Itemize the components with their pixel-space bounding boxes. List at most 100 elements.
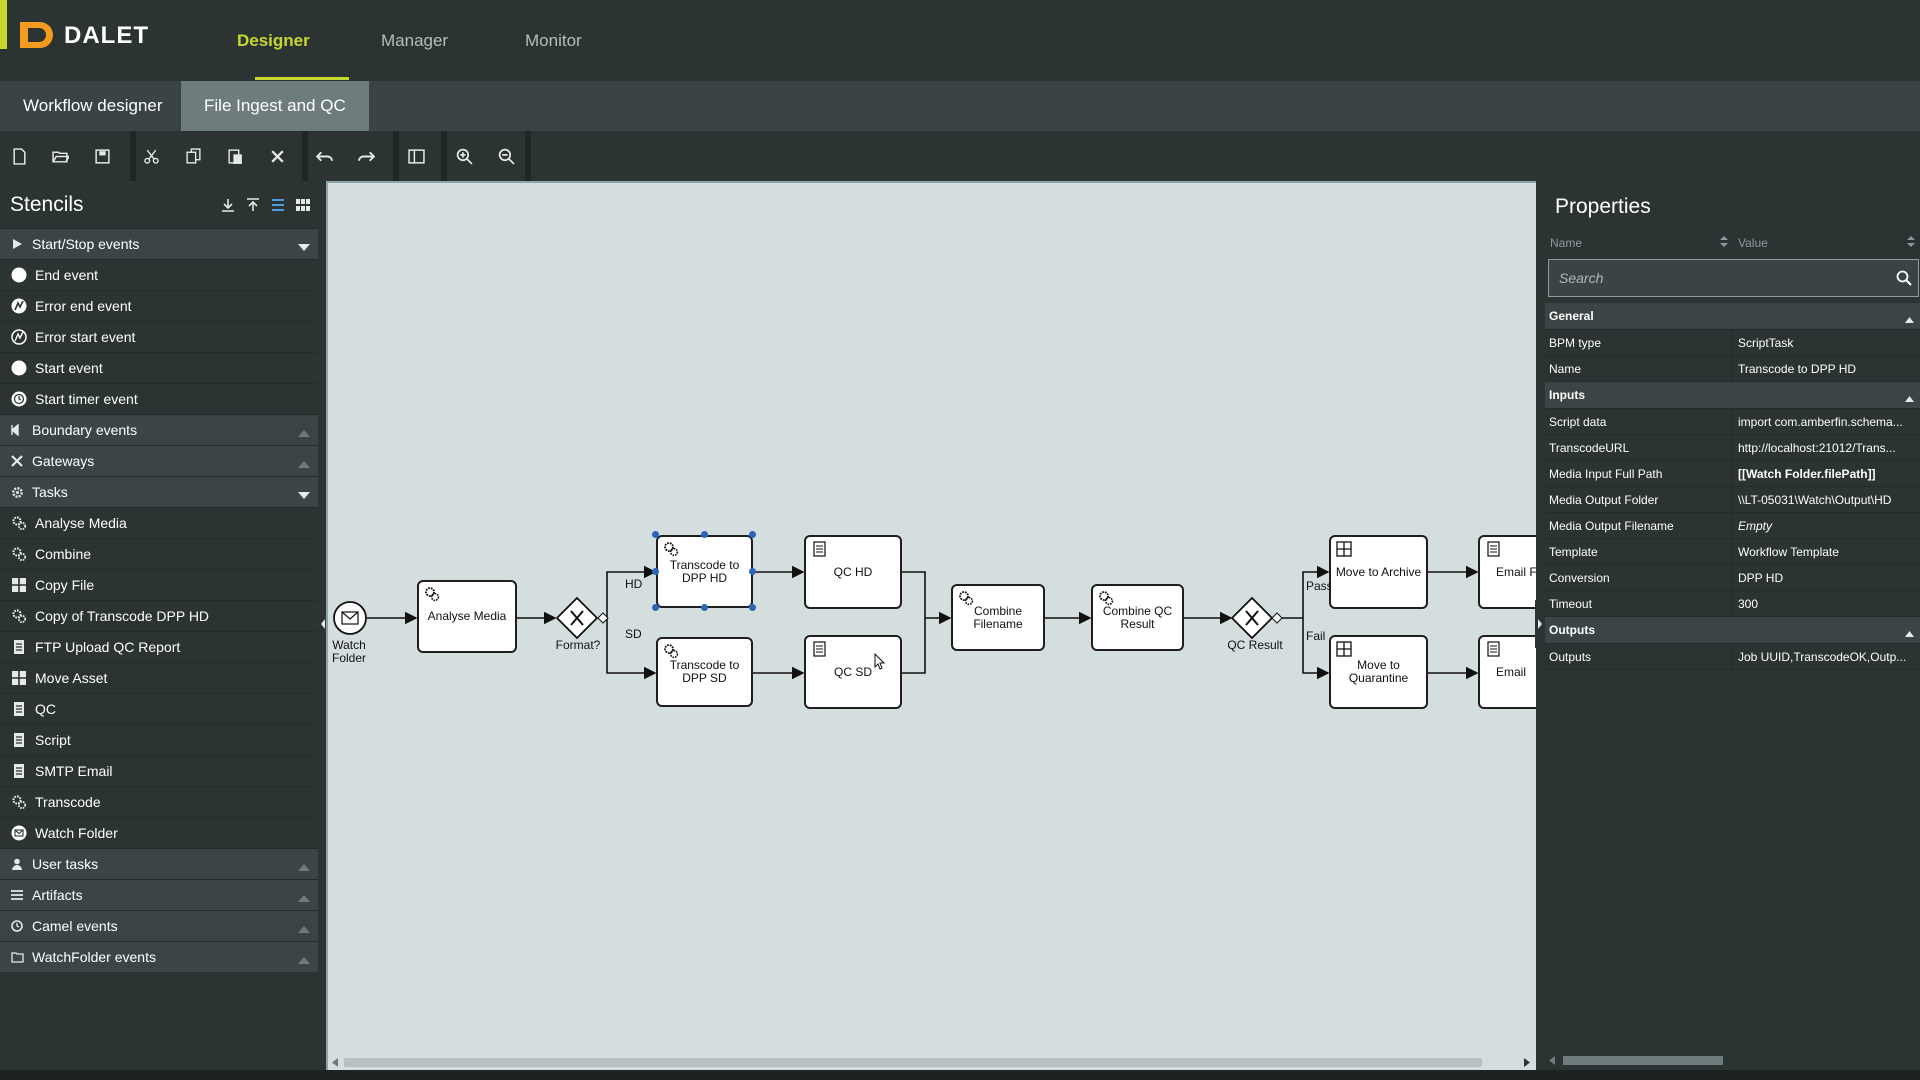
redo-icon[interactable]: [348, 137, 384, 175]
property-group-outputs[interactable]: Outputs: [1545, 617, 1920, 644]
property-row-media-output-folder[interactable]: Media Output Folder\\LT-05031\Watch\Outp…: [1545, 487, 1920, 513]
chevron-up-icon[interactable]: [298, 859, 310, 875]
chevron-up-icon[interactable]: [298, 456, 310, 472]
stencil-item-combine[interactable]: Combine: [0, 538, 318, 569]
chevron-down-icon[interactable]: [298, 487, 310, 503]
sort-icon[interactable]: [1907, 236, 1915, 247]
stencil-item-qc[interactable]: QC: [0, 693, 318, 724]
task-move-to-quarantine[interactable]: Move to Quarantine: [1329, 635, 1428, 709]
task-qc-sd[interactable]: QC SD: [804, 635, 902, 709]
property-value[interactable]: Empty: [1738, 518, 1773, 533]
undo-icon[interactable]: [306, 137, 342, 175]
property-value[interactable]: DPP HD: [1738, 570, 1784, 585]
stencil-item-smtp-email[interactable]: SMTP Email: [0, 755, 318, 786]
collapse-right-panel-handle[interactable]: [1535, 600, 1545, 648]
selection-handle[interactable]: [652, 568, 659, 575]
task-email-fail[interactable]: Email: [1478, 635, 1536, 709]
stencil-item-analyse-media[interactable]: Analyse Media: [0, 507, 318, 538]
chevron-up-icon[interactable]: [1905, 391, 1914, 405]
property-value[interactable]: 300: [1738, 596, 1759, 611]
tab-file-ingest-and-qc[interactable]: File Ingest and QC: [181, 81, 369, 131]
canvas-horizontal-scrollbar[interactable]: [328, 1053, 1536, 1070]
stencil-item-error-start-event[interactable]: Error start event: [0, 321, 318, 352]
property-value[interactable]: Workflow Template: [1738, 544, 1839, 559]
selection-handle[interactable]: [749, 531, 756, 538]
stencil-item-script[interactable]: Script: [0, 724, 318, 755]
property-value[interactable]: Job UUID,TranscodeOK,Outp...: [1738, 649, 1907, 664]
upload-icon[interactable]: [243, 195, 262, 214]
property-value[interactable]: ScriptTask: [1738, 335, 1794, 350]
category-watchfolder-events[interactable]: WatchFolder events: [0, 941, 318, 972]
chevron-up-icon[interactable]: [1905, 626, 1914, 640]
zoom-in-icon[interactable]: [446, 137, 482, 175]
properties-search-input[interactable]: [1548, 259, 1919, 297]
selection-handle[interactable]: [749, 604, 756, 611]
task-combine-filename[interactable]: Combine Filename: [951, 584, 1045, 651]
stencil-item-error-end-event[interactable]: Error end event: [0, 290, 318, 321]
chevron-up-icon[interactable]: [298, 425, 310, 441]
property-row-media-input-full-path[interactable]: Media Input Full Path[[Watch Folder.file…: [1545, 461, 1920, 487]
workflow-canvas[interactable]: Watch Folder Analyse Media Format? HD SD…: [326, 181, 1536, 1070]
task-analyse-media[interactable]: Analyse Media: [417, 580, 517, 653]
chevron-up-icon[interactable]: [298, 952, 310, 968]
stencil-item-ftp-upload-qc-report[interactable]: FTP Upload QC Report: [0, 631, 318, 662]
property-value[interactable]: import com.amberfin.schema...: [1738, 414, 1903, 429]
nav-tab-designer[interactable]: Designer: [237, 31, 310, 50]
property-value[interactable]: \\LT-05031\Watch\Output\HD: [1738, 492, 1892, 507]
properties-horizontal-scrollbar[interactable]: [1545, 1051, 1920, 1070]
stencil-item-transcode[interactable]: Transcode: [0, 786, 318, 817]
copy-icon[interactable]: [175, 137, 211, 175]
category-artifacts[interactable]: Artifacts: [0, 879, 318, 910]
property-group-inputs[interactable]: Inputs: [1545, 382, 1920, 409]
column-header-value[interactable]: Value: [1738, 236, 1768, 250]
stencil-item-copy-of-transcode-dpp-hd[interactable]: Copy of Transcode DPP HD: [0, 600, 318, 631]
column-header-name[interactable]: Name: [1550, 236, 1583, 250]
category-boundary-events[interactable]: Boundary events: [0, 414, 318, 445]
selection-handle[interactable]: [749, 568, 756, 575]
category-start-stop-events[interactable]: Start/Stop events: [0, 228, 318, 259]
stencil-item-move-asset[interactable]: Move Asset: [0, 662, 318, 693]
download-icon[interactable]: [218, 195, 237, 214]
property-value[interactable]: Transcode to DPP HD: [1738, 361, 1857, 376]
stencil-item-end-event[interactable]: End event: [0, 259, 318, 290]
category-tasks[interactable]: Tasks: [0, 476, 318, 507]
scroll-left-icon[interactable]: [1549, 1056, 1556, 1065]
stencil-item-copy-file[interactable]: Copy File: [0, 569, 318, 600]
selection-handle[interactable]: [652, 531, 659, 538]
category-gateways[interactable]: Gateways: [0, 445, 318, 476]
property-group-general[interactable]: General: [1545, 303, 1920, 330]
zoom-out-icon[interactable]: [488, 137, 524, 175]
sort-icon[interactable]: [1720, 236, 1728, 247]
save-icon[interactable]: [84, 137, 120, 175]
paste-icon[interactable]: [217, 137, 253, 175]
task-move-to-archive[interactable]: Move to Archive: [1329, 535, 1428, 609]
scrollbar-thumb[interactable]: [1563, 1056, 1723, 1065]
nav-tab-manager[interactable]: Manager: [381, 31, 449, 50]
task-combine-qc-result[interactable]: Combine QC Result: [1091, 584, 1184, 651]
selection-handle[interactable]: [652, 604, 659, 611]
grid-view-icon[interactable]: [293, 195, 312, 214]
category-camel-events[interactable]: Camel events: [0, 910, 318, 941]
new-file-icon[interactable]: [1, 137, 37, 175]
chevron-up-icon[interactable]: [1905, 312, 1914, 326]
open-folder-icon[interactable]: [42, 137, 78, 175]
property-value[interactable]: [[Watch Folder.filePath]]: [1738, 466, 1876, 481]
nav-tab-monitor[interactable]: Monitor: [525, 31, 582, 50]
scroll-right-icon[interactable]: [1524, 1058, 1531, 1067]
task-transcode-to-dpp-sd[interactable]: Transcode to DPP SD: [656, 637, 753, 707]
tab-workflow-designer[interactable]: Workflow designer: [23, 96, 163, 115]
scrollbar-thumb[interactable]: [344, 1058, 1482, 1067]
scroll-left-icon[interactable]: [332, 1058, 339, 1067]
task-transcode-to-dpp-hd[interactable]: Transcode to DPP HD: [656, 535, 753, 608]
category-user-tasks[interactable]: User tasks: [0, 848, 318, 879]
task-qc-hd[interactable]: QC HD: [804, 535, 902, 609]
collapse-left-panel-handle[interactable]: [318, 600, 328, 648]
search-icon[interactable]: [1896, 270, 1912, 286]
